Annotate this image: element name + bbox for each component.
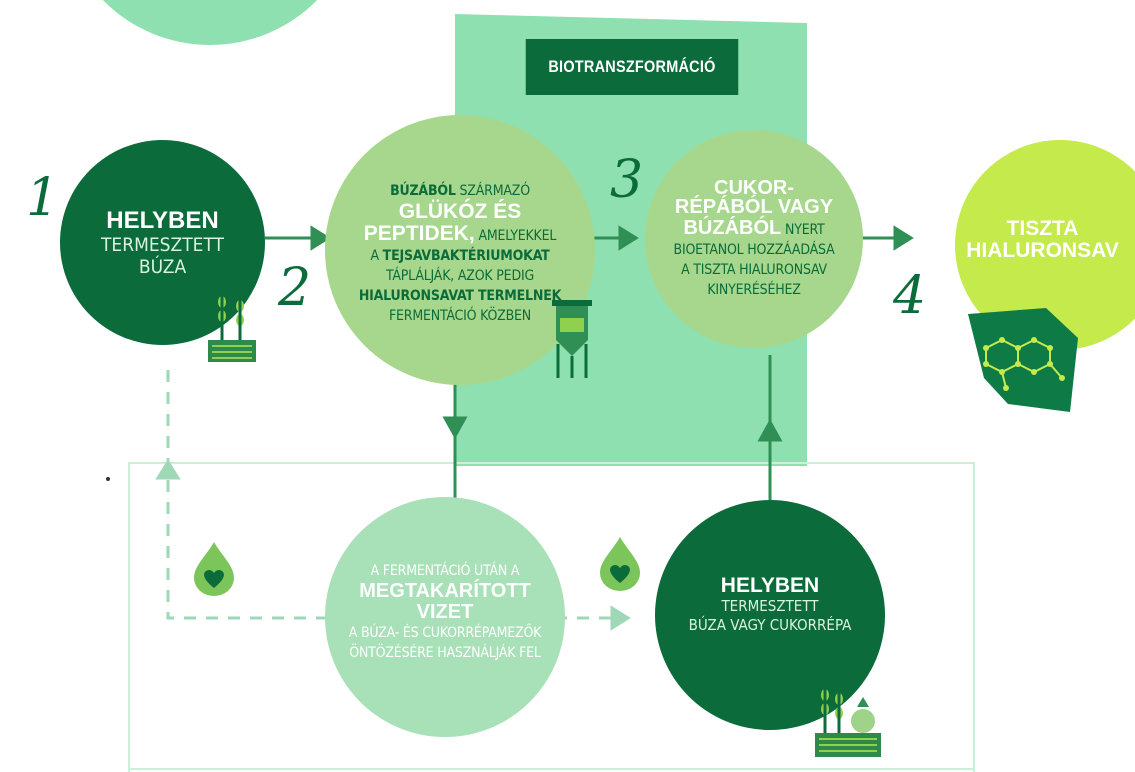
fermentation-l1-rest: SZÁRMAZÓ (455, 182, 531, 199)
pure-hyaluronic-l1: TISZTA (1006, 217, 1079, 240)
fermenter-tank-icon (552, 300, 592, 378)
local-crops-title: HELYBEN (720, 574, 820, 597)
bioethanol-l2: RÉPÁBÓL VAGY (674, 195, 834, 218)
arrow-2-3-head (618, 225, 639, 251)
pure-hyaluronic-l2: HIALURONSAV (966, 239, 1119, 262)
local-wheat-node: HELYBEN TERMESZTETT BÚZA (60, 140, 265, 345)
wheat-beet-field-icon (815, 689, 881, 757)
water-cycle-box (128, 462, 975, 772)
water-drop-heart-icon (194, 542, 234, 596)
water-drop-heart-icon-2 (600, 537, 640, 591)
fermentation-l1-bold: BÚZÁBÓL (390, 182, 456, 199)
fermentation-l3: PEPTIDEK, (363, 221, 475, 245)
water-l1: A FERMENTÁCIÓ UTÁN A (370, 563, 520, 579)
step-number-1: 1 (26, 168, 60, 228)
return-dashed-line-left (166, 370, 345, 620)
local-wheat-title: HELYBEN (106, 206, 219, 234)
water-reuse-node: A FERMENTÁCIÓ UTÁN A MEGTAKARÍTOTT VIZET… (325, 497, 565, 737)
water-l5: ÖNTÖZÉSÉRE HASZNÁLJÁK FEL (349, 645, 541, 661)
molecule-network-icon (968, 308, 1078, 412)
water-l4: A BÚZA- ÉS CUKORRÉPAMEZŐK (348, 625, 542, 641)
fermentation-l4-pre: A (370, 247, 383, 264)
step-number-4: 4 (893, 266, 927, 326)
bioethanol-l4: BIOETANOL HOZZÁADÁSA (673, 241, 835, 258)
local-crops-line1: TERMESZTETT (721, 597, 819, 615)
fermentation-l5: TÁPLÁLJÁK, AZOK PEDIG (385, 267, 535, 284)
bioethanol-node: CUKOR- RÉPÁBÓL VAGY BÚZÁBÓL NYERT BIOETA… (645, 130, 863, 348)
fermentation-l4-bold: TEJSAVBAKTÉRIUMOKAT (382, 247, 550, 264)
fermentation-l3-rest: AMELYEKKEL (474, 227, 557, 244)
local-wheat-line1: TERMESZTETT (101, 233, 224, 256)
step-number-2: 2 (278, 258, 312, 318)
step-number-3: 3 (610, 150, 644, 210)
up-arrow-head (757, 418, 783, 442)
fermentation-l7: FERMENTÁCIÓ KÖZBEN (388, 307, 532, 324)
wheat-field-icon (208, 296, 256, 362)
arrow-3-4-head (893, 225, 914, 251)
water-l3: VIZET (416, 601, 474, 623)
down-arrow-head (442, 416, 468, 440)
local-crops-node: HELYBEN TERMESZTETT BÚZA VAGY CUKORRÉPA (655, 500, 885, 730)
bioethanol-l3-rest: NYERT (781, 221, 825, 238)
local-wheat-line2: BÚZA (138, 255, 187, 278)
bioethanol-l5: A TISZTA HIALURONSAV (681, 261, 827, 278)
return-arrow-right-head (610, 605, 631, 631)
water-l2: MEGTAKARÍTOTT (359, 580, 531, 602)
fermentation-l2: GLÜKÓZ ÉS (398, 199, 522, 223)
box-bottom-line (128, 768, 975, 770)
fermentation-node: BÚZÁBÓL SZÁRMAZÓ GLÜKÓZ ÉS PEPTIDEK, AME… (325, 115, 595, 385)
bioethanol-l1: CUKOR- (714, 176, 794, 199)
return-arrow-up-head (155, 459, 181, 480)
bioethanol-l6: KINYERÉSÉHEZ (707, 281, 801, 298)
local-crops-line2: BÚZA VAGY CUKORRÉPA (688, 616, 852, 634)
bullet-dot (106, 477, 110, 481)
fermentation-l6: HIALURONSAVAT TERMELNEK (358, 287, 562, 304)
arrow-1-2-head (310, 225, 331, 251)
biotransformation-title: BIOTRANSZFORMÁCIÓ (525, 39, 739, 95)
bioethanol-l3: BÚZÁBÓL (683, 216, 782, 239)
